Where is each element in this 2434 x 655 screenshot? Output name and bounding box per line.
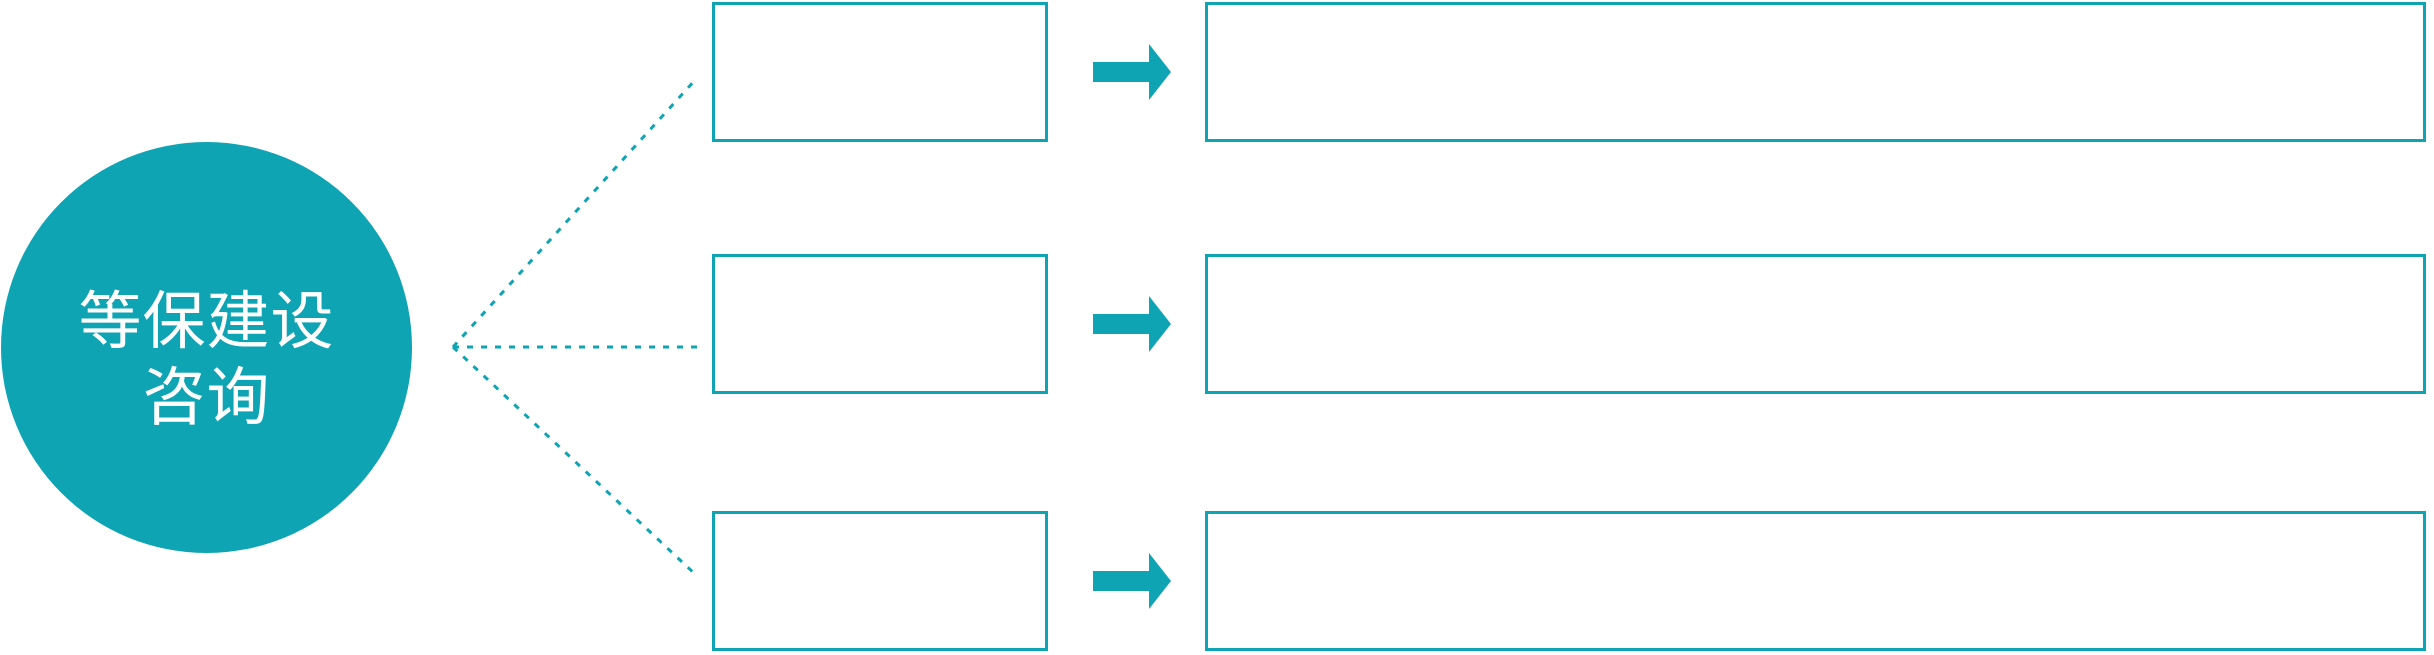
right-block-arrow-icon <box>1093 35 1171 109</box>
topic-box <box>712 254 1048 394</box>
detail-box <box>1205 2 2426 142</box>
right-block-arrow-icon <box>1093 287 1171 361</box>
detail-box <box>1205 511 2426 651</box>
topic-box <box>712 2 1048 142</box>
fan-line-top <box>451 77 698 349</box>
diagram-row <box>0 254 2434 394</box>
hub-label-line2: 咨询 <box>142 362 271 433</box>
hub-label-line1: 等保建设 <box>78 286 335 357</box>
hub-circle: 等保建设 咨询 <box>1 142 412 553</box>
diagram-row <box>0 511 2434 651</box>
topic-box <box>712 511 1048 651</box>
right-block-arrow-icon <box>1093 544 1171 618</box>
diagram-row <box>0 2 2434 142</box>
detail-box <box>1205 254 2426 394</box>
